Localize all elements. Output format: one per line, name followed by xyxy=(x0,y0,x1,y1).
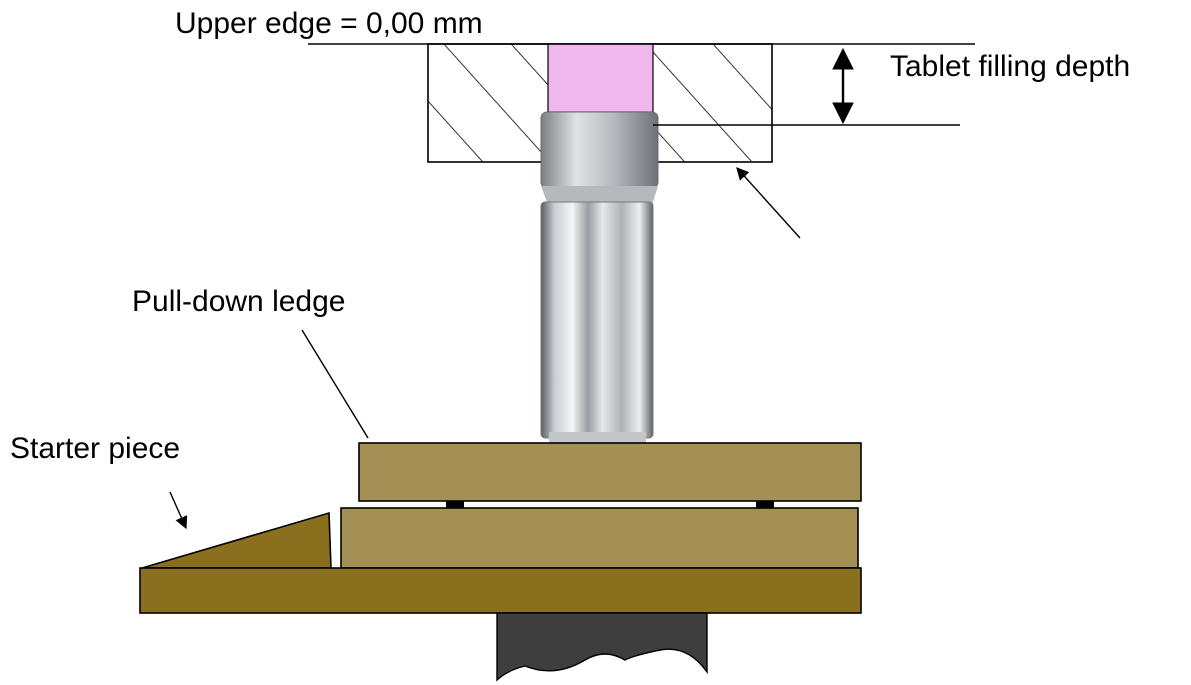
cam-support xyxy=(496,612,708,682)
upper-edge-label: Upper edge = 0,00 mm xyxy=(175,7,483,40)
base-plate xyxy=(139,567,862,614)
pull-down-ledge-leader xyxy=(301,329,369,439)
die-leader-arrow xyxy=(736,167,801,239)
starter-piece-arrow xyxy=(169,491,188,530)
pull-down-ledge-label: Pull-down ledge xyxy=(132,285,346,318)
spacer-left xyxy=(446,501,464,509)
filling-depth-label: Tablet filling depth xyxy=(890,50,1131,83)
pull-down-ledge-plate xyxy=(358,442,862,502)
lower-punch xyxy=(528,111,668,500)
tablet-fill-material xyxy=(547,43,654,113)
starter-piece-wedge xyxy=(141,511,332,569)
lower-ledge-plate xyxy=(340,507,859,569)
starter-piece-label: Starter piece xyxy=(10,432,181,465)
spacer-right xyxy=(756,501,774,509)
